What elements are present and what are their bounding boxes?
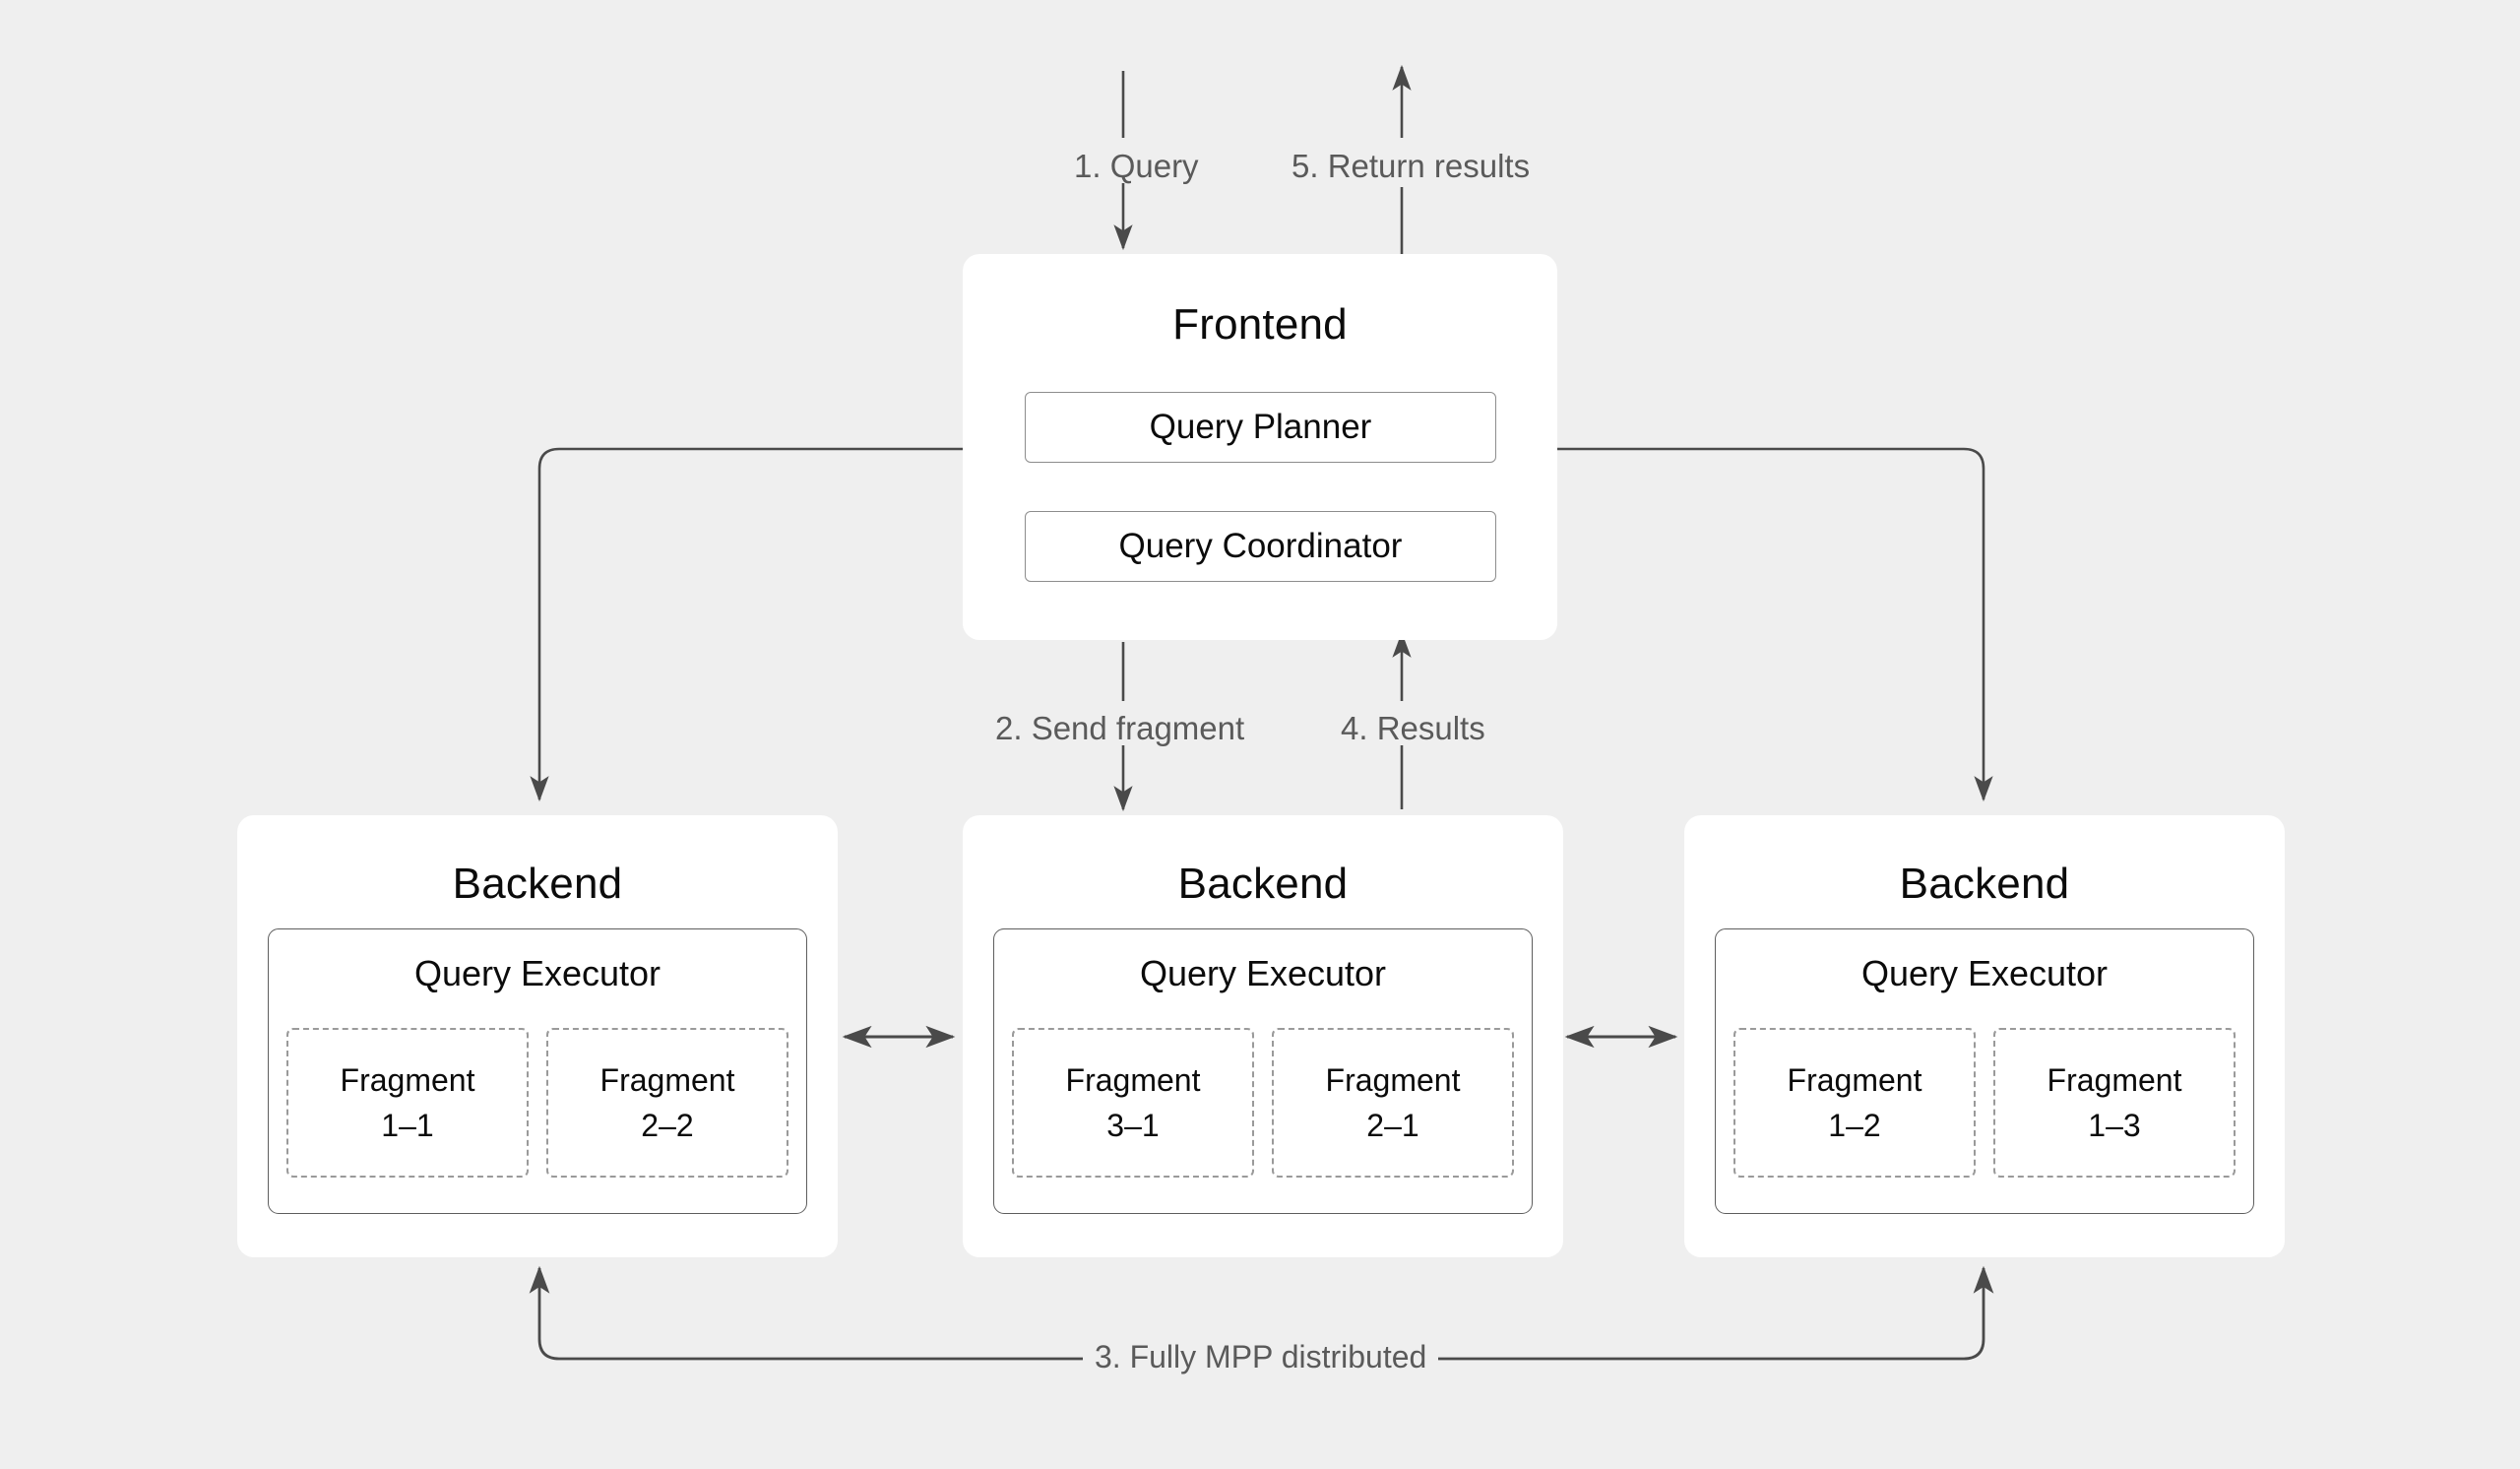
query-planner-module[interactable]: Query Planner bbox=[1025, 392, 1496, 463]
fragment-box[interactable]: Fragment 1–1 bbox=[286, 1028, 529, 1178]
fragment-box[interactable]: Fragment 1–3 bbox=[1993, 1028, 2236, 1178]
backend-card-0[interactable]: Backend Query Executor Fragment 1–1 Frag… bbox=[237, 815, 838, 1257]
backend-title: Backend bbox=[1177, 860, 1349, 908]
fragment-box[interactable]: Fragment 2–1 bbox=[1272, 1028, 1514, 1178]
flow-label-mpp: 3. Fully MPP distributed bbox=[1083, 1341, 1439, 1373]
query-executor-2[interactable]: Query Executor Fragment 1–2 Fragment 1–3 bbox=[1715, 928, 2254, 1214]
query-executor-1[interactable]: Query Executor Fragment 3–1 Fragment 2–1 bbox=[993, 928, 1533, 1214]
fragment-box[interactable]: Fragment 2–2 bbox=[546, 1028, 788, 1178]
fragment-id: 1–3 bbox=[2088, 1108, 2141, 1143]
fragment-id: 3–1 bbox=[1106, 1108, 1160, 1143]
query-executor-label: Query Executor bbox=[1139, 953, 1387, 993]
fragment-name: Fragment bbox=[1325, 1061, 1461, 1098]
connector-frontend-to-left-backend bbox=[530, 447, 963, 802]
backend-title: Backend bbox=[452, 860, 623, 908]
fragment-name: Fragment bbox=[599, 1061, 735, 1098]
fragment-name: Fragment bbox=[340, 1061, 475, 1098]
fragment-box[interactable]: Fragment 3–1 bbox=[1012, 1028, 1254, 1178]
flow-label-query: 1. Query bbox=[1074, 148, 1199, 184]
fragment-row: Fragment 1–2 Fragment 1–3 bbox=[1733, 1028, 2236, 1178]
flow-label-results: 4. Results bbox=[1341, 710, 1485, 746]
fragment-name: Fragment bbox=[1065, 1061, 1201, 1098]
fragment-box[interactable]: Fragment 1–2 bbox=[1733, 1028, 1976, 1178]
query-planner-label: Query Planner bbox=[1149, 408, 1372, 446]
fragment-row: Fragment 1–1 Fragment 2–2 bbox=[286, 1028, 788, 1178]
backend-card-1[interactable]: Backend Query Executor Fragment 3–1 Frag… bbox=[963, 815, 1563, 1257]
backend-card-2[interactable]: Backend Query Executor Fragment 1–2 Frag… bbox=[1684, 815, 2285, 1257]
frontend-card[interactable]: Frontend Query Planner Query Coordinator bbox=[963, 254, 1557, 640]
query-coordinator-label: Query Coordinator bbox=[1118, 527, 1403, 565]
query-executor-label: Query Executor bbox=[1860, 953, 2109, 993]
fragment-id: 1–1 bbox=[381, 1108, 434, 1143]
connector-frontend-to-right-backend bbox=[1557, 447, 1993, 802]
fragment-name: Fragment bbox=[2047, 1061, 2182, 1098]
query-executor-label: Query Executor bbox=[413, 953, 662, 993]
flow-label-return-results: 5. Return results bbox=[1292, 148, 1531, 184]
fragment-id: 2–2 bbox=[641, 1108, 694, 1143]
backend-title: Backend bbox=[1899, 860, 2070, 908]
flow-label-send-fragment: 2. Send fragment bbox=[995, 710, 1245, 746]
fragment-name: Fragment bbox=[1787, 1061, 1922, 1098]
fragment-id: 2–1 bbox=[1366, 1108, 1419, 1143]
query-executor-0[interactable]: Query Executor Fragment 1–1 Fragment 2–2 bbox=[268, 928, 807, 1214]
fragment-id: 1–2 bbox=[1828, 1108, 1881, 1143]
frontend-title: Frontend bbox=[1172, 300, 1348, 349]
fragment-row: Fragment 3–1 Fragment 2–1 bbox=[1012, 1028, 1514, 1178]
query-coordinator-module[interactable]: Query Coordinator bbox=[1025, 511, 1496, 582]
